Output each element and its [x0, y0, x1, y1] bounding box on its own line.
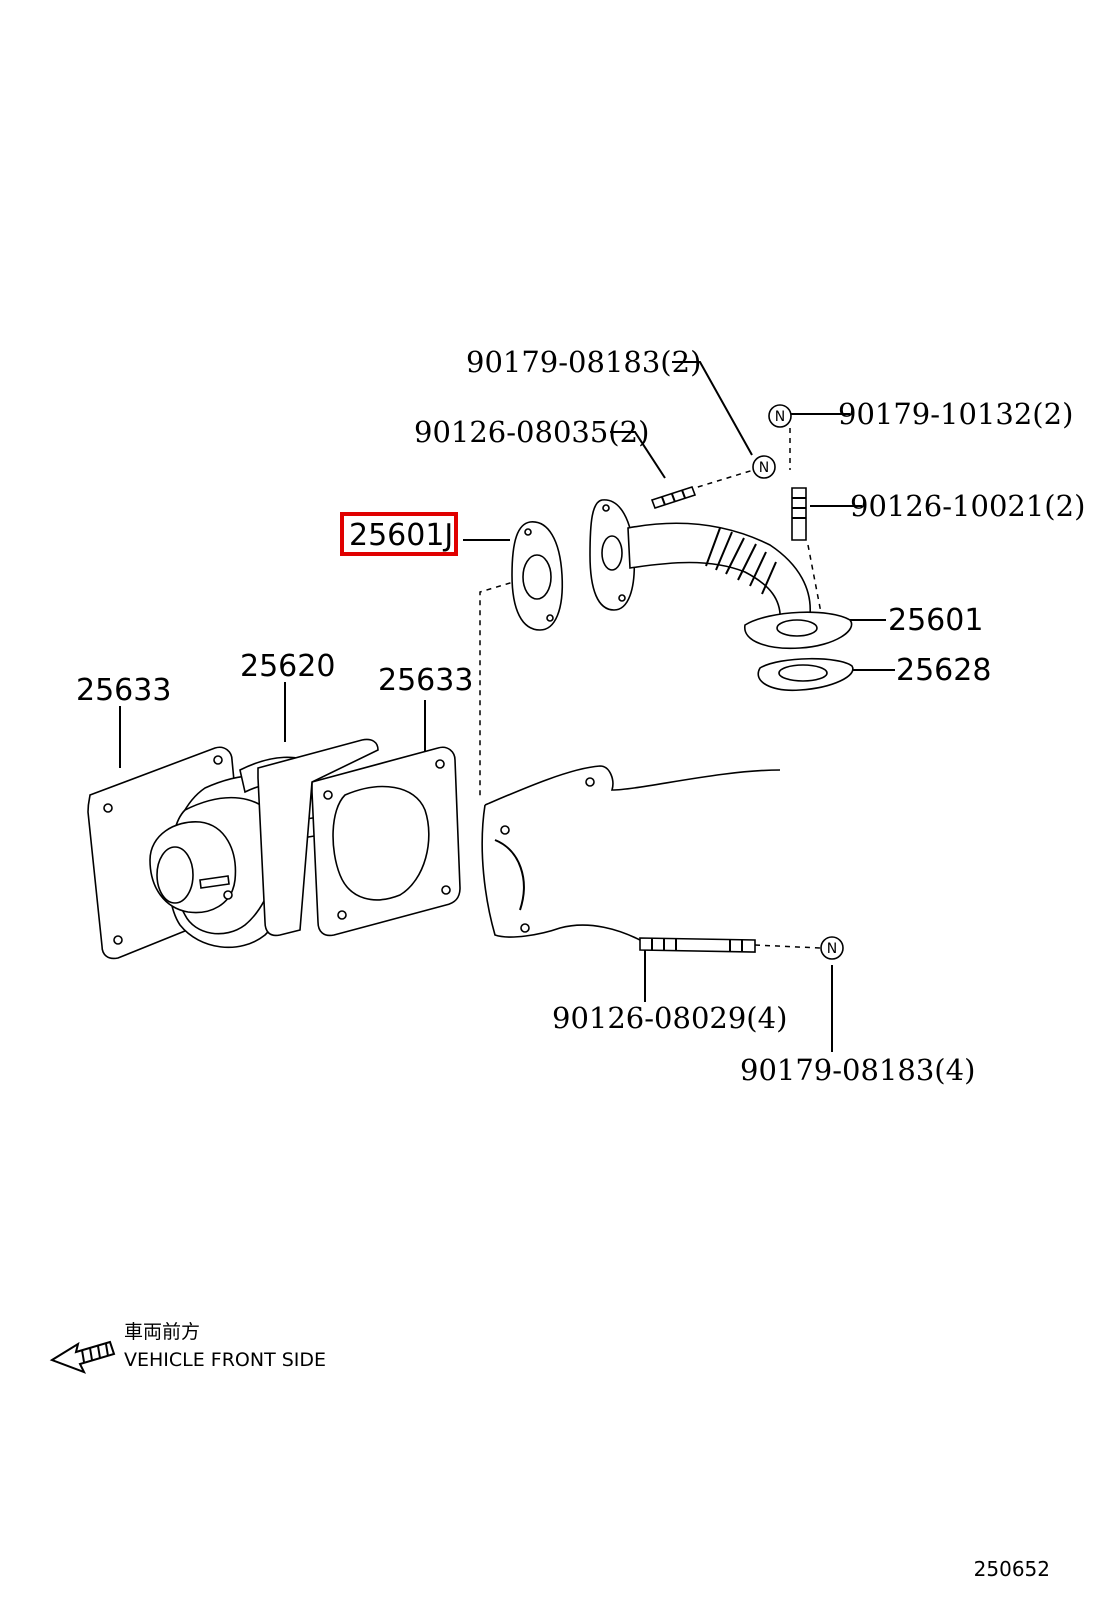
gasket-25601j-icon — [511, 521, 564, 631]
label-90126-08035-2: 90126-08035(2) — [414, 415, 649, 449]
highlight-box-25601j — [340, 512, 458, 556]
label-90179-08183-2: 90179-08183(2) — [466, 345, 701, 379]
stud-08035-icon — [650, 486, 697, 509]
stud-10021-icon — [791, 487, 807, 541]
front-arrow-icon — [49, 1340, 116, 1374]
label-25633-left[interactable]: 25633 — [76, 673, 171, 708]
svg-text:N: N — [775, 409, 785, 425]
leader-lines — [119, 361, 895, 1052]
svg-text:N: N — [827, 941, 837, 957]
svg-text:N: N — [759, 460, 769, 476]
label-90126-10021-2: 90126-10021(2) — [850, 489, 1085, 523]
gasket-25628-icon — [757, 657, 854, 692]
label-25633-right[interactable]: 25633 — [378, 663, 473, 698]
diagram-reference-number: 250652 — [974, 1557, 1050, 1581]
label-25601j[interactable]: 25601J — [349, 518, 453, 553]
label-90126-08029-4: 90126-08029(4) — [552, 1001, 787, 1035]
label-90179-08183-4: 90179-08183(4) — [740, 1053, 975, 1087]
manifold-icon — [481, 765, 781, 941]
vehicle-front-label-jp: 車両前方 — [124, 1321, 200, 1343]
label-25628[interactable]: 25628 — [896, 653, 991, 688]
nut-icon-right: N — [768, 404, 792, 428]
stud-08029-icon — [639, 937, 756, 953]
nut-icon-bottom: N — [820, 936, 844, 960]
assembly-dashed-lines — [479, 428, 823, 949]
label-25601[interactable]: 25601 — [888, 603, 983, 638]
nut-icon-top: N — [752, 455, 776, 479]
label-90179-10132-2: 90179-10132(2) — [838, 397, 1073, 431]
label-25620[interactable]: 25620 — [240, 649, 335, 684]
gasket-25633-right-icon — [103, 738, 461, 945]
egr-pipe-25601-icon — [589, 499, 853, 650]
vehicle-front-label-en: VEHICLE FRONT SIDE — [124, 1349, 326, 1371]
